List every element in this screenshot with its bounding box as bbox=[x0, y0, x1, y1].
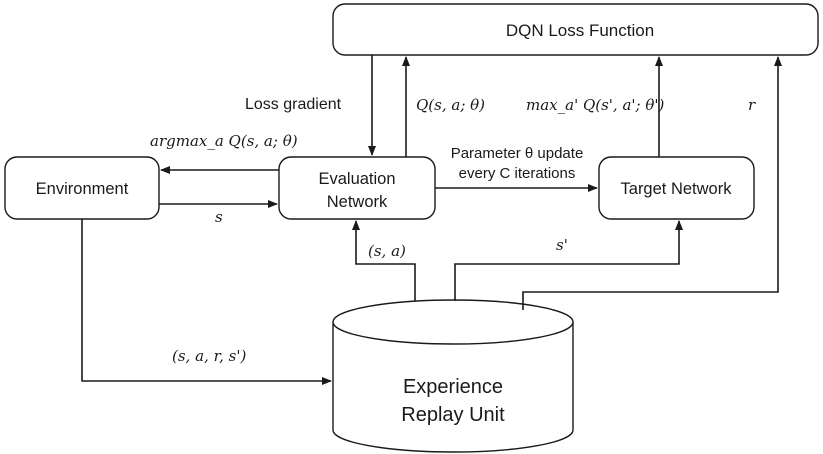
arrow-next-state bbox=[454, 220, 683, 301]
label-state: s bbox=[215, 208, 223, 226]
target-network-label: Target Network bbox=[621, 180, 733, 198]
evaluation-network-label-line1: Evaluation bbox=[318, 170, 395, 188]
label-param-update-line2: every C iterations bbox=[459, 165, 576, 182]
target-network-box bbox=[598, 156, 755, 220]
arrow-transition bbox=[81, 219, 332, 385]
label-next-state: s' bbox=[556, 236, 568, 254]
arrow-reward bbox=[522, 56, 782, 310]
evaluation-network-label-line2: Network bbox=[327, 193, 388, 211]
loss-function-box bbox=[332, 3, 819, 56]
label-q-target: max_a' Q(s', a'; θ') bbox=[526, 96, 665, 114]
replay-unit-label-line1: Experience bbox=[403, 376, 503, 398]
label-reward: r bbox=[748, 96, 756, 114]
label-param-update-line1: Parameter θ update bbox=[451, 145, 584, 162]
replay-unit-cylinder bbox=[332, 299, 574, 453]
replay-unit-label-line2: Replay Unit bbox=[401, 404, 505, 426]
label-loss-gradient: Loss gradient bbox=[245, 96, 342, 113]
loss-function-label: DQN Loss Function bbox=[506, 21, 654, 40]
label-action: argmax_a Q(s, a; θ) bbox=[150, 132, 298, 150]
environment-label: Environment bbox=[36, 180, 129, 198]
label-sample-sa: (s, a) bbox=[368, 242, 406, 260]
arrow-sample-sa bbox=[352, 220, 416, 301]
label-q-eval: Q(s, a; θ) bbox=[416, 96, 485, 114]
label-transition: (s, a, r, s') bbox=[172, 347, 246, 365]
